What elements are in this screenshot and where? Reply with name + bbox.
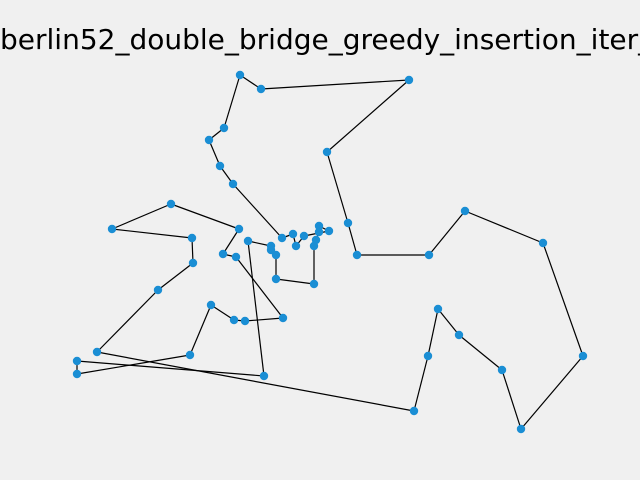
city-point xyxy=(291,241,301,251)
tour-edge xyxy=(157,262,194,291)
tour-edge xyxy=(76,360,265,377)
tour-edge xyxy=(458,334,503,371)
city-point xyxy=(271,250,281,260)
tour-edge xyxy=(232,183,283,239)
city-point xyxy=(433,304,443,314)
tour-edge xyxy=(76,354,191,375)
city-point xyxy=(497,365,507,375)
tour-edge xyxy=(208,139,221,167)
city-point xyxy=(204,135,214,145)
city-point xyxy=(343,218,353,228)
city-point xyxy=(277,233,287,243)
tour-edges xyxy=(76,74,584,430)
city-point xyxy=(185,350,195,360)
tour-edge xyxy=(235,256,284,319)
tour-edge xyxy=(223,74,241,129)
tour-edge xyxy=(427,308,439,357)
city-point xyxy=(243,236,253,246)
city-point xyxy=(404,75,414,85)
tour-edge xyxy=(239,74,262,90)
city-point xyxy=(259,371,269,381)
city-point xyxy=(107,224,117,234)
city-point xyxy=(187,233,197,243)
tour-edge xyxy=(542,242,584,357)
city-point xyxy=(240,316,250,326)
tour-edge xyxy=(210,304,235,321)
city-point xyxy=(231,252,241,262)
city-point xyxy=(215,161,225,171)
tour-edge xyxy=(520,355,584,430)
tour-edge xyxy=(326,79,410,153)
city-point xyxy=(229,315,239,325)
city-point xyxy=(352,250,362,260)
city-point xyxy=(538,238,548,248)
tour-edge xyxy=(111,203,172,230)
tour-edge xyxy=(247,240,265,377)
city-point xyxy=(219,123,229,133)
city-point xyxy=(299,231,309,241)
city-point xyxy=(311,235,321,245)
tour-edge xyxy=(347,222,358,256)
city-point xyxy=(309,279,319,289)
city-point xyxy=(234,224,244,234)
city-point xyxy=(228,179,238,189)
city-point xyxy=(72,369,82,379)
tour-points xyxy=(72,70,588,434)
tour-edge xyxy=(170,203,240,230)
city-point xyxy=(153,285,163,295)
city-point xyxy=(206,300,216,310)
city-point xyxy=(188,258,198,268)
tour-edge xyxy=(413,355,429,412)
tour-edge xyxy=(244,317,284,322)
tour-edge xyxy=(501,369,522,430)
city-point xyxy=(516,424,526,434)
tour-edge xyxy=(437,308,460,336)
city-point xyxy=(314,221,324,231)
city-point xyxy=(578,351,588,361)
tour-edge xyxy=(464,210,544,244)
city-point xyxy=(423,351,433,361)
city-point xyxy=(166,199,176,209)
city-point xyxy=(271,274,281,284)
tour-edge xyxy=(326,151,349,224)
tour-edge xyxy=(428,210,466,256)
chart-title: berlin52_double_bridge_greedy_insertion_… xyxy=(0,23,640,56)
city-point xyxy=(424,250,434,260)
tour-edge xyxy=(111,228,193,239)
city-point xyxy=(322,147,332,157)
city-point xyxy=(288,229,298,239)
city-point xyxy=(460,206,470,216)
city-point xyxy=(324,226,334,236)
tour-edge xyxy=(189,304,212,356)
city-point xyxy=(314,227,324,237)
city-point xyxy=(278,313,288,323)
tour-edge xyxy=(260,79,410,90)
tour-edge xyxy=(275,278,315,285)
city-point xyxy=(235,70,245,80)
city-point xyxy=(218,249,228,259)
city-point xyxy=(256,84,266,94)
tour-edge xyxy=(96,289,159,353)
tour-edge xyxy=(222,228,240,255)
city-point xyxy=(72,356,82,366)
tour-edge xyxy=(96,351,415,412)
city-point xyxy=(409,406,419,416)
city-point xyxy=(454,330,464,340)
city-point xyxy=(92,347,102,357)
